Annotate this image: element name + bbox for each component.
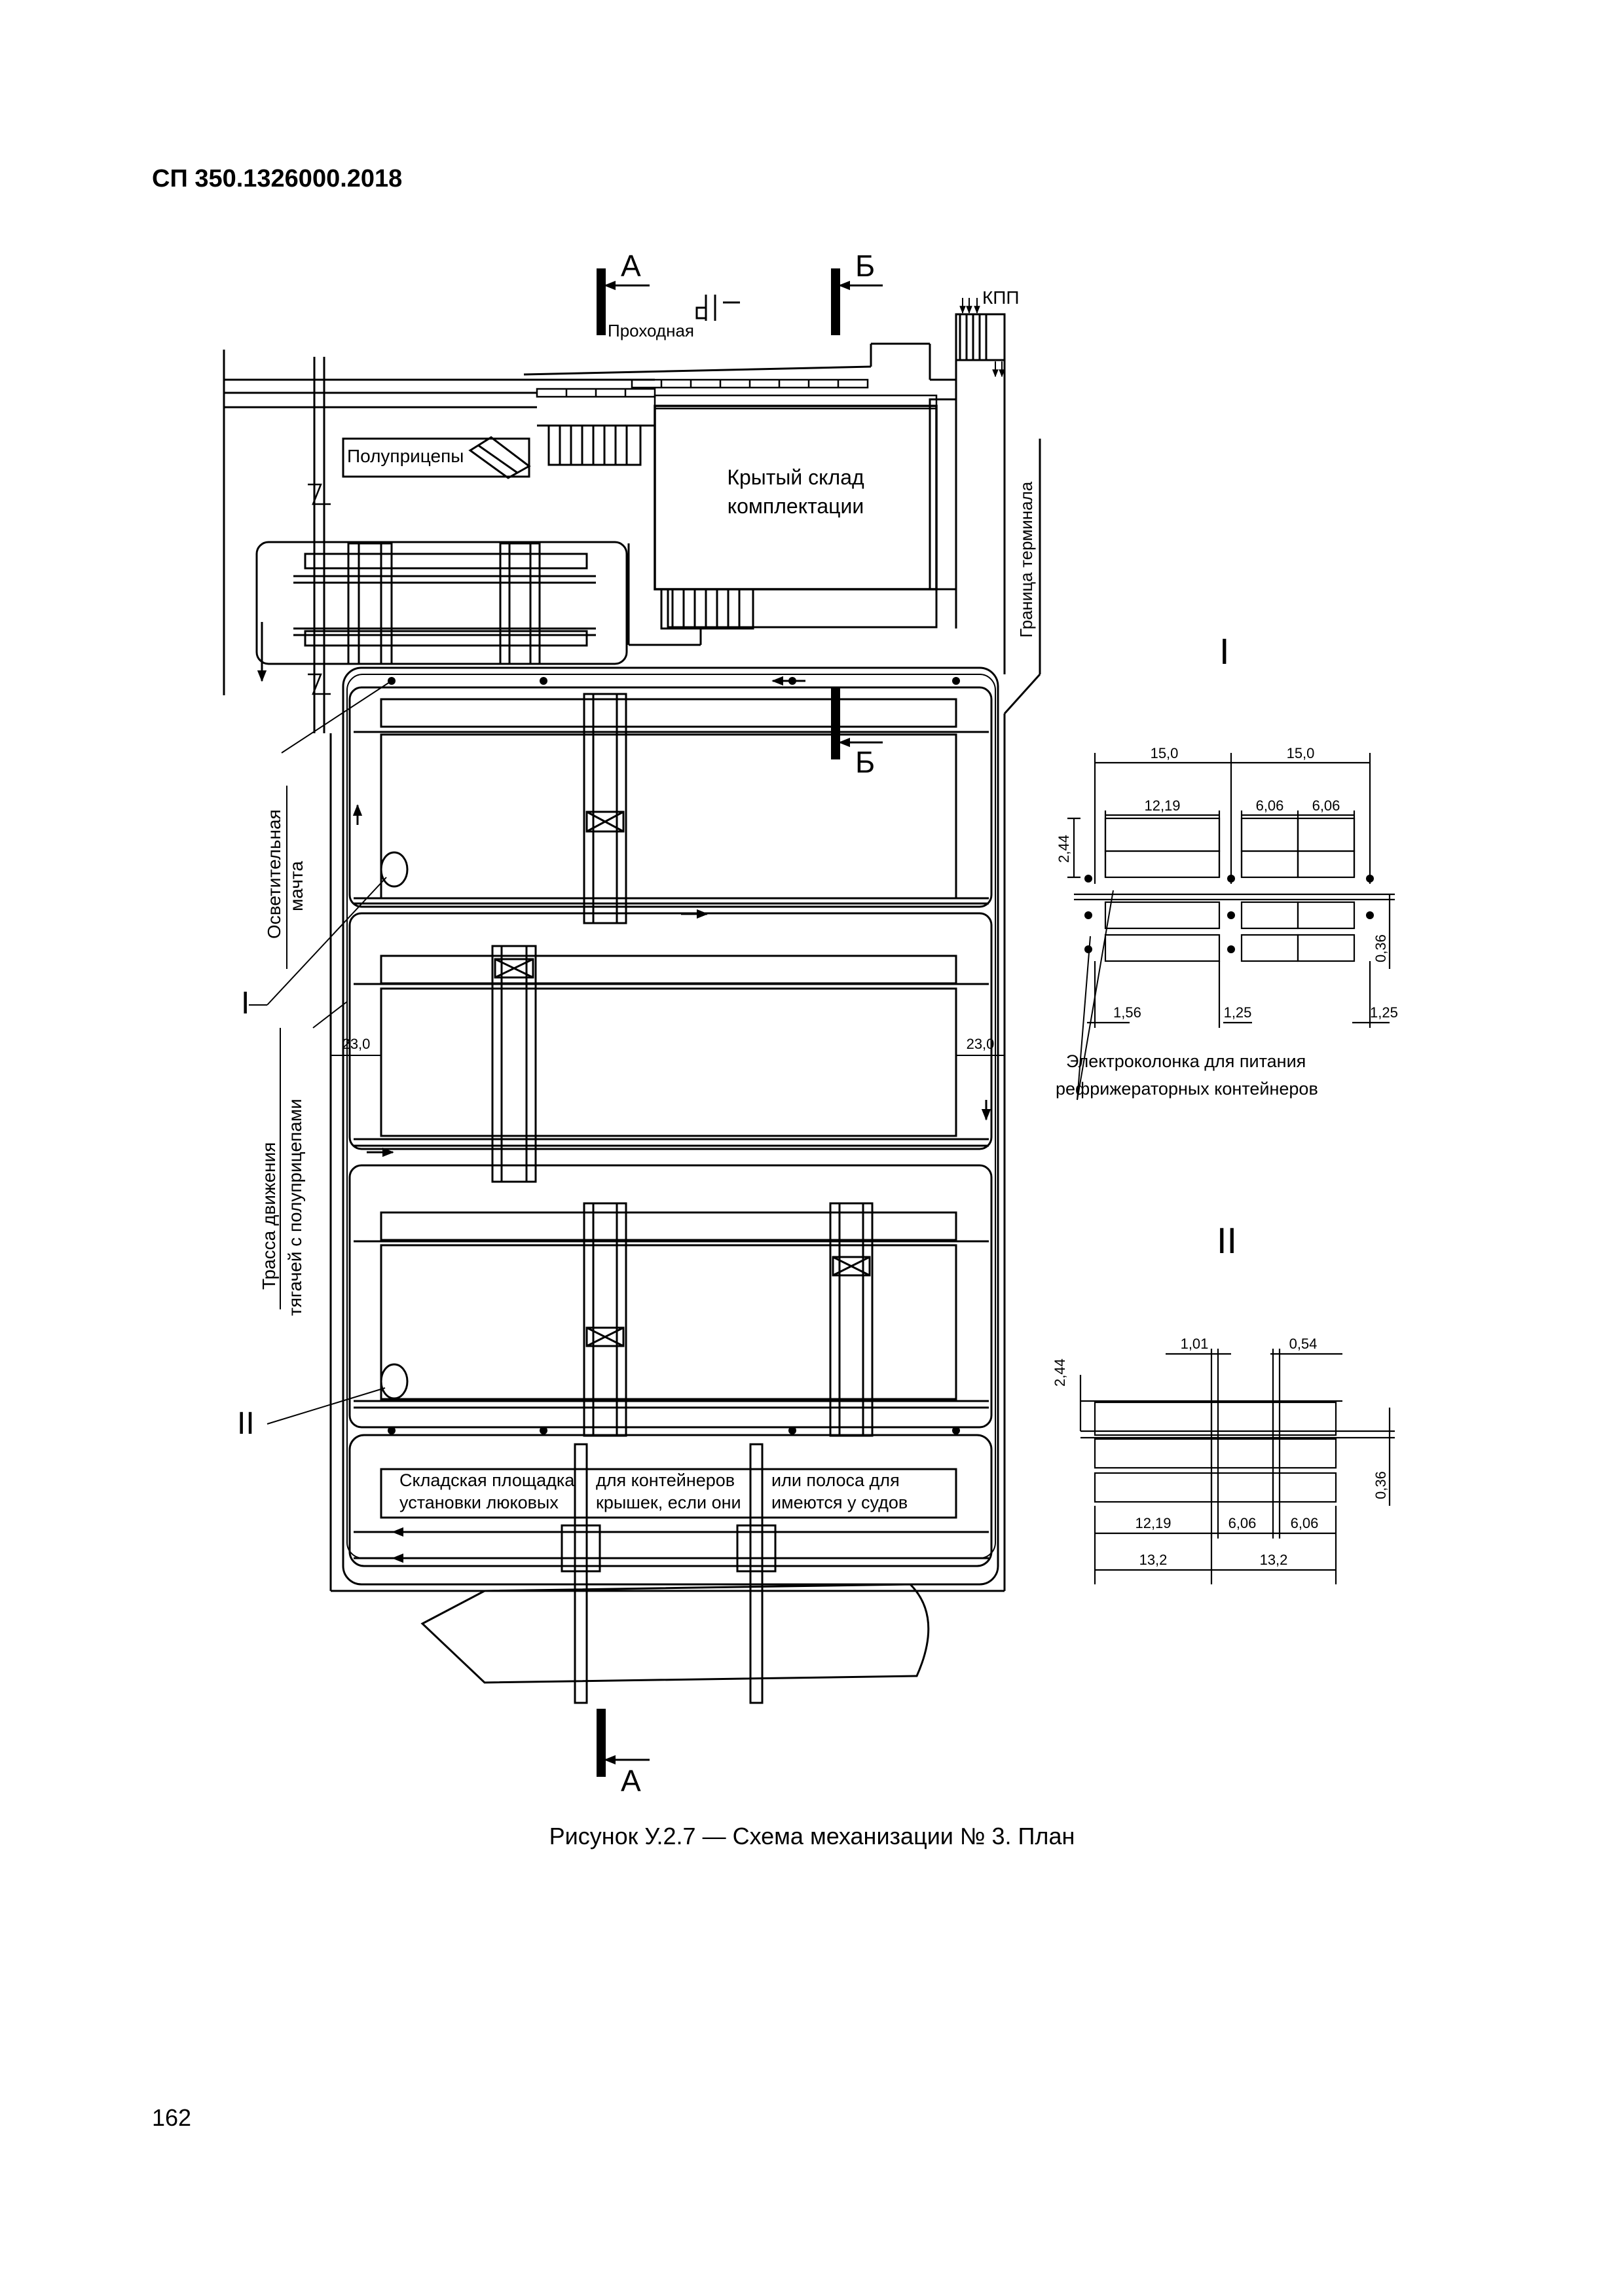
lighting-mast-dots bbox=[388, 677, 960, 1434]
detail-2-drawing bbox=[1079, 1349, 1395, 1584]
yard-block-2 bbox=[348, 912, 993, 1183]
detail-1-dim-125a: 1,25 bbox=[1224, 1004, 1252, 1021]
detail-1-dim-036: 0,36 bbox=[1373, 934, 1389, 962]
leader-lines bbox=[249, 680, 1114, 1425]
detail-2-dim-132b: 13,2 bbox=[1260, 1552, 1288, 1568]
dimension-23-left bbox=[330, 1051, 382, 1061]
terminal-boundary-line bbox=[329, 439, 1041, 1592]
detail-1-dim-1219: 12,19 bbox=[1144, 797, 1180, 814]
detail-1-dim-606a: 6,06 bbox=[1256, 797, 1284, 814]
hatch-area-text-2b: крышек, если они bbox=[596, 1493, 741, 1512]
semitrailers-label: Полуприцепы bbox=[347, 446, 464, 466]
yard-block-3 bbox=[348, 1164, 993, 1437]
detail-2-title: II bbox=[1217, 1220, 1237, 1261]
detail-1-power-columns bbox=[1084, 875, 1374, 953]
section-marker-b-top bbox=[831, 268, 883, 335]
lighting-mast-label-line1: Осветительная bbox=[264, 809, 284, 939]
checkpoint-label: Проходная bbox=[608, 321, 694, 340]
route-label-line1: Трасса движения bbox=[259, 1142, 279, 1290]
route-arrows bbox=[352, 676, 991, 1157]
detail-2-dim-606a: 6,06 bbox=[1228, 1515, 1257, 1531]
container-yard-outer bbox=[342, 666, 999, 1586]
vessel-hull bbox=[420, 1583, 930, 1684]
hatch-area-text-2c: имеются у судов bbox=[771, 1493, 908, 1512]
roman-1-leader: I bbox=[241, 986, 249, 1021]
detail-1-title: I bbox=[1219, 630, 1230, 672]
detail-1-dim-156: 1,56 bbox=[1113, 1004, 1141, 1021]
detail-1-dim-15b: 15,0 bbox=[1287, 745, 1315, 761]
electro-label-line1: Электроколонка для питания bbox=[1066, 1051, 1306, 1071]
detail-1-dim-125b: 1,25 bbox=[1370, 1004, 1398, 1021]
upper-trailer-yard bbox=[255, 541, 628, 682]
detail-1-dim-15a: 15,0 bbox=[1151, 745, 1179, 761]
electro-label-line2: рефрижераторных контейнеров bbox=[1056, 1079, 1318, 1099]
hatch-area-text-2a: установки люковых bbox=[399, 1493, 559, 1512]
kpp-gate bbox=[955, 298, 1006, 378]
section-a-top-label: А bbox=[621, 249, 641, 283]
detail-2-dim-606b: 6,06 bbox=[1291, 1515, 1319, 1531]
section-marker-a-bottom bbox=[597, 1709, 650, 1777]
hatch-area-text-1c: или полоса для bbox=[771, 1470, 900, 1490]
top-road-lines bbox=[223, 342, 1006, 733]
lighting-mast-label-line2: мачта bbox=[286, 861, 306, 911]
hatch-area-text-1a: Складская площадка bbox=[399, 1470, 575, 1490]
quay-cranes bbox=[561, 1443, 777, 1704]
route-label-line2: тягачей с полуприцепами bbox=[285, 1099, 305, 1316]
section-b-top-label: Б bbox=[855, 249, 875, 283]
detail-2-dim-1219: 12,19 bbox=[1135, 1515, 1171, 1531]
hatch-area-text-1b: для контейнеров bbox=[596, 1470, 735, 1490]
detail-2-dim-101: 1,01 bbox=[1181, 1336, 1209, 1352]
section-marker-a-top bbox=[597, 268, 650, 335]
section-a-bottom-label: А bbox=[621, 1764, 641, 1798]
warehouse-label-line1: Крытый склад bbox=[727, 465, 864, 489]
lighting-mast-1 bbox=[380, 851, 409, 888]
dimension-23-right-label: 23,0 bbox=[967, 1036, 995, 1052]
fence-segments bbox=[536, 378, 938, 410]
page-number: 162 bbox=[152, 2104, 192, 2131]
detail-2-dim-244: 2,44 bbox=[1052, 1358, 1068, 1387]
detail-1-dim-244: 2,44 bbox=[1056, 835, 1072, 863]
kpp-label: КПП bbox=[982, 287, 1020, 308]
roman-2-leader: II bbox=[237, 1406, 255, 1441]
warehouse-label-line2: комплектации bbox=[728, 494, 864, 518]
dimension-23-left-label: 23,0 bbox=[342, 1036, 371, 1052]
section-b-mid-label: Б bbox=[855, 745, 875, 779]
figure-caption: Рисунок У.2.7 — Схема механизации № 3. П… bbox=[549, 1823, 1075, 1850]
detail-2-dim-054: 0,54 bbox=[1289, 1336, 1318, 1352]
checkpoint-symbol bbox=[695, 295, 740, 321]
yard-block-1 bbox=[348, 686, 993, 924]
detail-1-dim-606b: 6,06 bbox=[1312, 797, 1340, 814]
terminal-boundary-label: Граница терминала bbox=[1016, 481, 1036, 638]
break-symbols bbox=[308, 483, 331, 695]
hatch-cover-area bbox=[348, 1434, 993, 1567]
detail-2-dim-132a: 13,2 bbox=[1139, 1552, 1168, 1568]
semitrailer-parking bbox=[342, 436, 531, 479]
detail-2-dim-036: 0,36 bbox=[1373, 1471, 1389, 1499]
document-code: СП 350.1326000.2018 bbox=[152, 165, 403, 192]
dimension-23-right bbox=[955, 1051, 1005, 1061]
detail-1-drawing bbox=[1067, 753, 1395, 1028]
warehouse-building bbox=[537, 398, 957, 646]
lighting-mast-2 bbox=[380, 1363, 409, 1400]
